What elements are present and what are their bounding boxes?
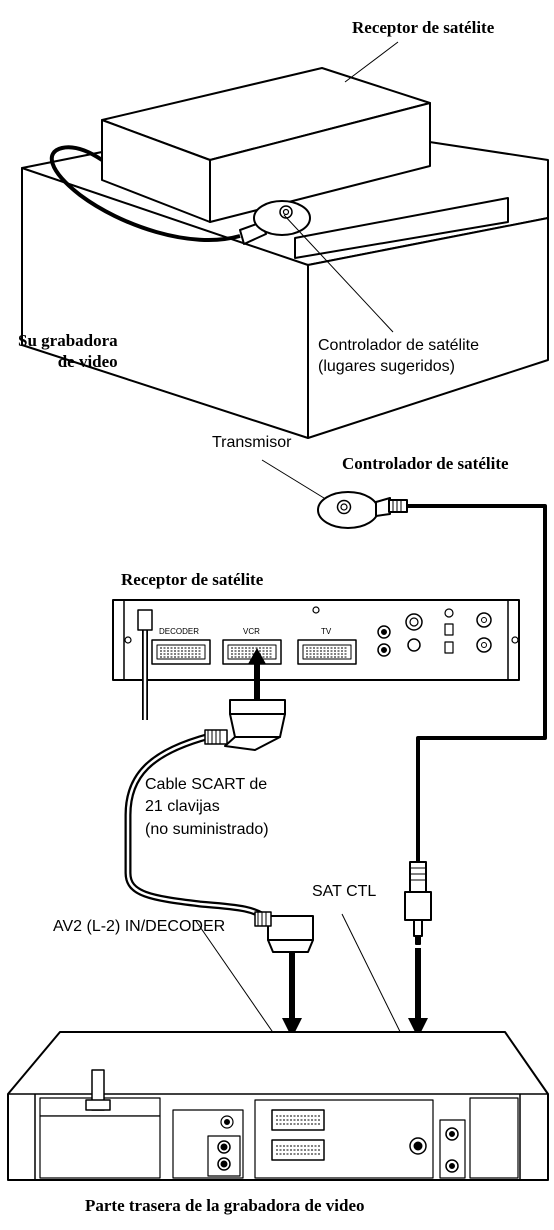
controller-bottom (317, 491, 408, 529)
panel-decoder-label: DECODER (159, 627, 199, 636)
connection-arrows (248, 648, 428, 1038)
label-vcr-rear: Parte trasera de la grabadora de video (85, 1196, 365, 1215)
label-vcr-top: Su grabadora de video (18, 331, 118, 372)
leader-receiver-top (344, 41, 399, 83)
label-transmitter: Transmisor (212, 434, 292, 451)
label-satellite-receiver-bottom: Receptor de satélite (121, 570, 264, 589)
label-controller-top: Controlador de satélite (lugares sugerid… (318, 337, 479, 375)
label-scart-cable: Cable SCART de 21 clavijas (no suministr… (145, 776, 269, 838)
vcr-rear-panel (7, 1031, 549, 1181)
label-sat-ctl: SAT CTL (312, 883, 377, 900)
controller-top (239, 200, 311, 245)
satellite-receiver-top (101, 67, 431, 223)
leader-controller-top (283, 214, 394, 333)
label-av2: AV2 (L-2) IN/DECODER (53, 918, 226, 935)
controller-cable-top (49, 145, 241, 242)
receiver-back-panel (112, 599, 520, 720)
scart-plug-bottom (254, 911, 314, 953)
controller-cable-bottom (407, 504, 547, 862)
panel-tv-label: TV (321, 627, 332, 636)
label-controller-bottom: Controlador de satélite (342, 454, 509, 473)
label-satellite-receiver-top: Receptor de satélite (352, 18, 495, 37)
panel-vcr-label: VCR (243, 627, 260, 636)
scart-plug-top (204, 699, 286, 751)
mini-plug (404, 861, 432, 945)
